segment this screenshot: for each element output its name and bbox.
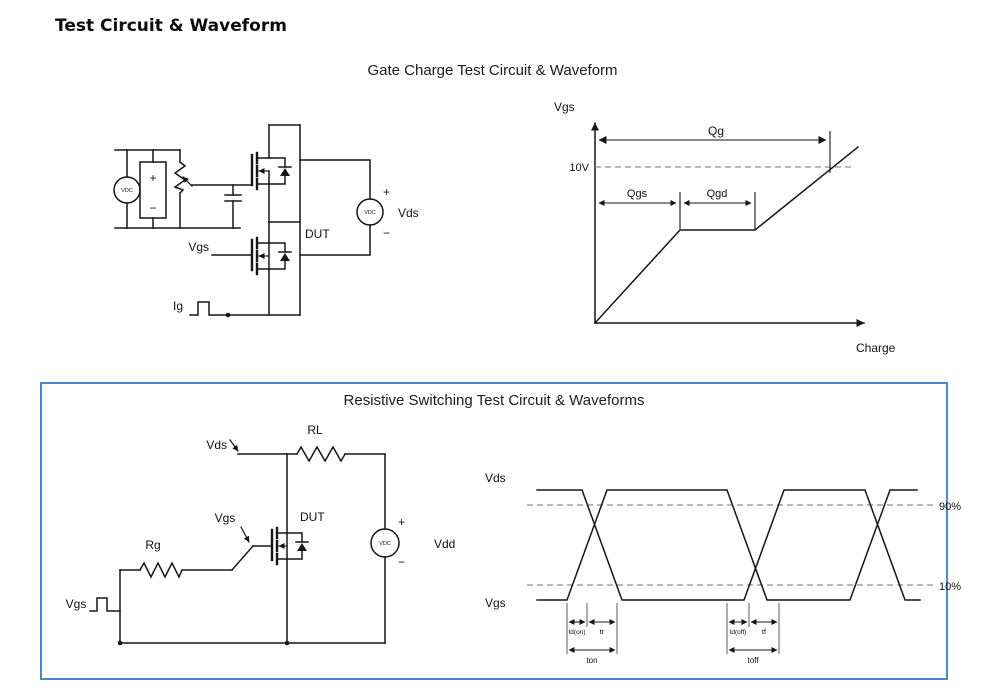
top-body-diode: [280, 168, 290, 176]
resistive-section-title: Resistive Switching Test Circuit & Wavef…: [343, 392, 645, 409]
vds-plus-sign: +: [383, 185, 390, 199]
vgs-source-label: Vgs: [66, 597, 87, 611]
waveform-labels: Vgs 10V Qg Qgs Qgd Charge: [554, 100, 896, 355]
timing-guide-lines: [566, 603, 780, 654]
charge-annotation-arrows: [598, 131, 831, 229]
vgs-pulse-symbol: [89, 597, 121, 612]
vdd-minus-sign: −: [398, 555, 405, 569]
gate-charge-section-title: Gate Charge Test Circuit & Waveform: [367, 62, 618, 79]
qgd-label: Qgd: [707, 188, 728, 200]
vgs-label: Vgs: [188, 240, 209, 254]
ninety-percent-label: 90%: [939, 501, 961, 513]
rl-label: RL: [307, 423, 323, 437]
resistive-section-box: Resistive Switching Test Circuit & Wavef…: [40, 382, 961, 680]
vds-minus-sign: −: [383, 226, 390, 240]
ten-percent-label: 10%: [939, 581, 961, 593]
vdc-source-label: VDC: [121, 188, 133, 194]
y-axis-label: Vgs: [554, 100, 575, 114]
vgs-vs-charge-curve: [593, 145, 860, 325]
resistive-waveform-labels: Vds Vgs 90% 10% td(on) tr td(off) tf ton…: [485, 471, 961, 665]
vds-label: Vds: [398, 206, 419, 220]
dut-body-diode: [280, 253, 290, 261]
vds-source-vdc-label: VDC: [364, 210, 376, 216]
ton-label: ton: [586, 656, 597, 665]
vgs-gate-label: Vgs: [215, 511, 236, 525]
x-axis-label: Charge: [856, 341, 896, 355]
resistive-circuit-diagram: RL Vds DUT Vgs Rg + − Vdd VDC Vgs: [66, 423, 456, 646]
dut-label: DUT: [300, 510, 325, 524]
dut-label: DUT: [305, 227, 330, 241]
vgs-probe-arrow: [240, 526, 250, 543]
resistive-waveforms-plot: Vds Vgs 90% 10% td(on) tr td(off) tf ton…: [485, 471, 961, 665]
vdd-label: Vdd: [434, 537, 455, 551]
vdd-plus-sign: +: [398, 515, 405, 529]
supply-plus-sign: +: [149, 171, 156, 185]
gate-charge-circuit-wires: [113, 124, 384, 318]
dut-body-diode: [297, 543, 307, 551]
qgs-label: Qgs: [627, 188, 648, 200]
vds-label: Vds: [206, 438, 227, 452]
ten-volt-label: 10V: [569, 162, 589, 174]
resistive-circuit-labels: RL Vds DUT Vgs Rg + − Vdd VDC Vgs: [66, 423, 456, 611]
gate-charge-circuit-labels: VDC + − VDC + − Vds DUT Vgs Ig: [121, 171, 419, 313]
gate-charge-circuit-diagram: VDC + − VDC + − Vds DUT Vgs Ig: [113, 124, 419, 318]
junction-dot: [117, 640, 123, 646]
timing-span-arrows: [568, 619, 778, 653]
vdd-source-vdc-label: VDC: [379, 541, 391, 547]
gate-charge-waveform-plot: Vgs 10V Qg Qgs Qgd Charge: [554, 100, 896, 355]
page-title: Test Circuit & Waveform: [55, 16, 287, 36]
rg-resistor-symbol: [138, 561, 183, 579]
rl-resistor-symbol: [295, 445, 347, 463]
vgs-trace: [536, 489, 918, 601]
tf-label: tf: [762, 627, 767, 636]
ig-label: Ig: [173, 299, 183, 313]
vds-trace: [536, 489, 921, 601]
junction-dot: [284, 640, 290, 646]
vgs-trace-label: Vgs: [485, 596, 506, 610]
td-off-label: td(off): [730, 629, 747, 636]
rg-label: Rg: [145, 538, 160, 552]
waveform-axes: [591, 122, 865, 327]
junction-dot: [225, 312, 231, 318]
vds-probe-arrow: [229, 439, 239, 452]
ig-pulse-symbol: [189, 301, 301, 316]
resistive-circuit-wires: [89, 439, 400, 646]
tr-label: tr: [600, 627, 605, 636]
vds-trace-label: Vds: [485, 471, 506, 485]
qg-label: Qg: [708, 124, 724, 138]
td-on-label: td(on): [569, 629, 586, 636]
supply-minus-sign: −: [149, 201, 156, 215]
toff-label: toff: [748, 656, 760, 665]
